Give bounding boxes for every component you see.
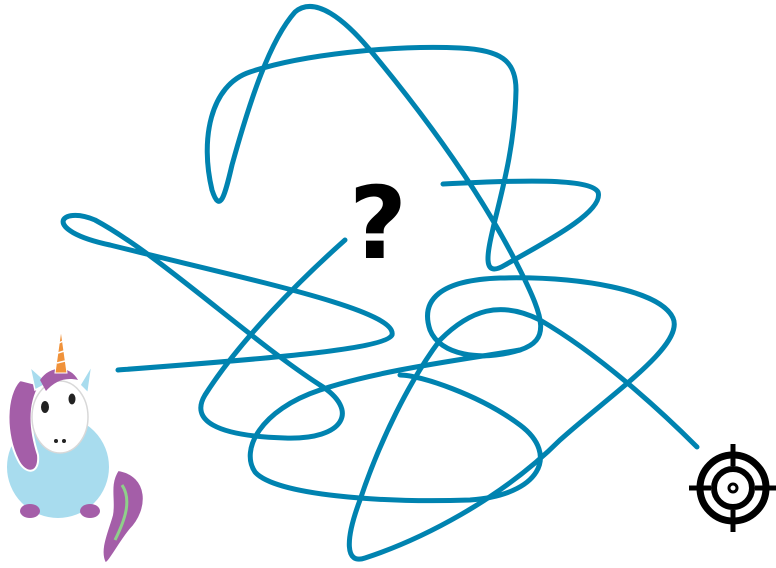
unicorn-icon[interactable] bbox=[6, 330, 144, 563]
target-tick-right bbox=[755, 486, 776, 491]
tangled-path bbox=[63, 215, 392, 438]
unicorn-foot-left bbox=[20, 504, 40, 518]
unicorn-eye-right bbox=[69, 394, 76, 405]
target-inner-ring bbox=[714, 469, 752, 507]
target-tick-bottom bbox=[731, 510, 736, 532]
target-tick-top bbox=[731, 444, 736, 466]
unicorn-eye-left bbox=[41, 401, 49, 413]
target-tick-left bbox=[689, 486, 711, 491]
unicorn-foot-right bbox=[80, 504, 100, 518]
unicorn-head bbox=[32, 381, 88, 453]
tangled-path-c bbox=[440, 310, 697, 447]
target-crosshair-icon[interactable] bbox=[689, 444, 776, 532]
question-mark: ? bbox=[349, 165, 407, 282]
unicorn-nostril-left bbox=[54, 439, 58, 443]
tangled-path-b bbox=[207, 6, 674, 559]
unicorn-ear-right bbox=[80, 365, 92, 393]
unicorn-nostril-right bbox=[62, 439, 66, 443]
tangled-path-d bbox=[250, 350, 540, 501]
target-center bbox=[729, 484, 737, 492]
